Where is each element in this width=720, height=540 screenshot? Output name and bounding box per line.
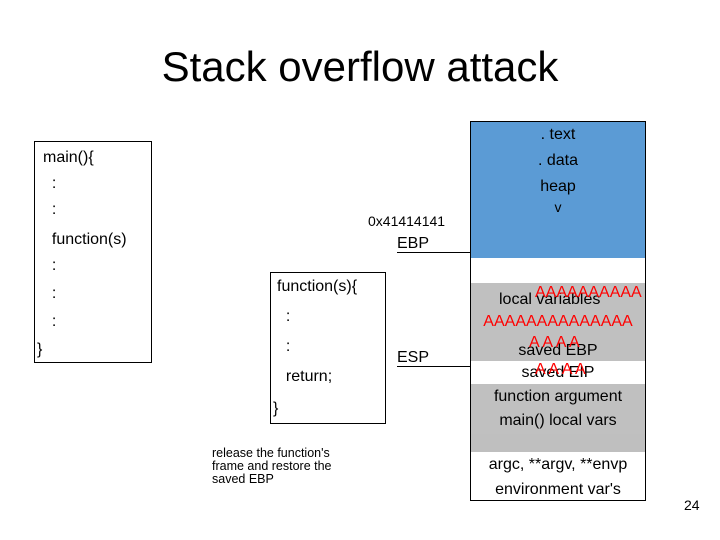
overflow-saved-ebp-text: A A A A bbox=[529, 334, 580, 351]
saved-eip-label: saved EIP bbox=[521, 364, 595, 381]
main-code-line: : bbox=[43, 201, 57, 218]
stack-overflow-row: AAAAAAAAAAAAAA bbox=[471, 309, 645, 335]
heap-label: heap bbox=[540, 178, 576, 195]
heap-arrow: v bbox=[554, 199, 562, 215]
stack-free-space bbox=[471, 258, 645, 284]
main-code-line: function(s) bbox=[43, 231, 127, 248]
address-label: 0x41414141 bbox=[368, 213, 446, 229]
stack-main-locals: main() local vars bbox=[471, 408, 645, 434]
main-code-line: : bbox=[43, 285, 57, 302]
ebp-pointer-line bbox=[397, 252, 470, 253]
slide-title: Stack overflow attack bbox=[161, 43, 559, 90]
main-code-line: : bbox=[43, 175, 57, 192]
stack-saved-eip: saved EIP A A A A bbox=[471, 361, 645, 385]
stack-saved-ebp: saved EBP A A A A bbox=[471, 334, 645, 361]
overflow-local-text: AAAAAAAAAA bbox=[535, 284, 642, 301]
stack-text-segment: . text bbox=[471, 122, 645, 148]
saved-ebp-label: saved EBP bbox=[518, 342, 598, 359]
return-note: release the function's frame and restore… bbox=[212, 446, 332, 486]
stack-local-variables: local variables AAAAAAAAAA bbox=[471, 283, 645, 309]
function-code-line: } bbox=[273, 400, 279, 417]
ebp-label: EBP bbox=[397, 235, 430, 252]
stack-heap-segment: heap v bbox=[471, 174, 645, 258]
main-code-line: } bbox=[37, 341, 43, 358]
page-number: 24 bbox=[684, 497, 700, 513]
function-code-line: : bbox=[277, 338, 291, 355]
function-code-line: return; bbox=[277, 368, 333, 385]
stack-function-argument: function argument bbox=[471, 384, 645, 408]
function-code-box: function(s){ : : return; } bbox=[270, 272, 386, 424]
stack-environment: environment var's bbox=[471, 477, 645, 500]
local-variables-label: local variables bbox=[499, 291, 601, 308]
main-code-line: : bbox=[43, 257, 57, 274]
esp-label: ESP bbox=[397, 349, 430, 366]
main-code-line: : bbox=[43, 313, 57, 330]
stack-data-segment: . data bbox=[471, 148, 645, 174]
function-code-line: : bbox=[277, 308, 291, 325]
esp-pointer-line bbox=[397, 366, 470, 367]
main-code-box: main(){ : : function(s) : : : } bbox=[34, 141, 152, 363]
overflow-saved-eip-text: A A A A bbox=[535, 361, 586, 378]
memory-stack: . text . data heap v local variables AAA… bbox=[470, 121, 646, 501]
main-code-line: main(){ bbox=[43, 149, 94, 166]
stack-argc: argc, **argv, **envp bbox=[471, 452, 645, 477]
function-code-line: function(s){ bbox=[277, 278, 358, 295]
